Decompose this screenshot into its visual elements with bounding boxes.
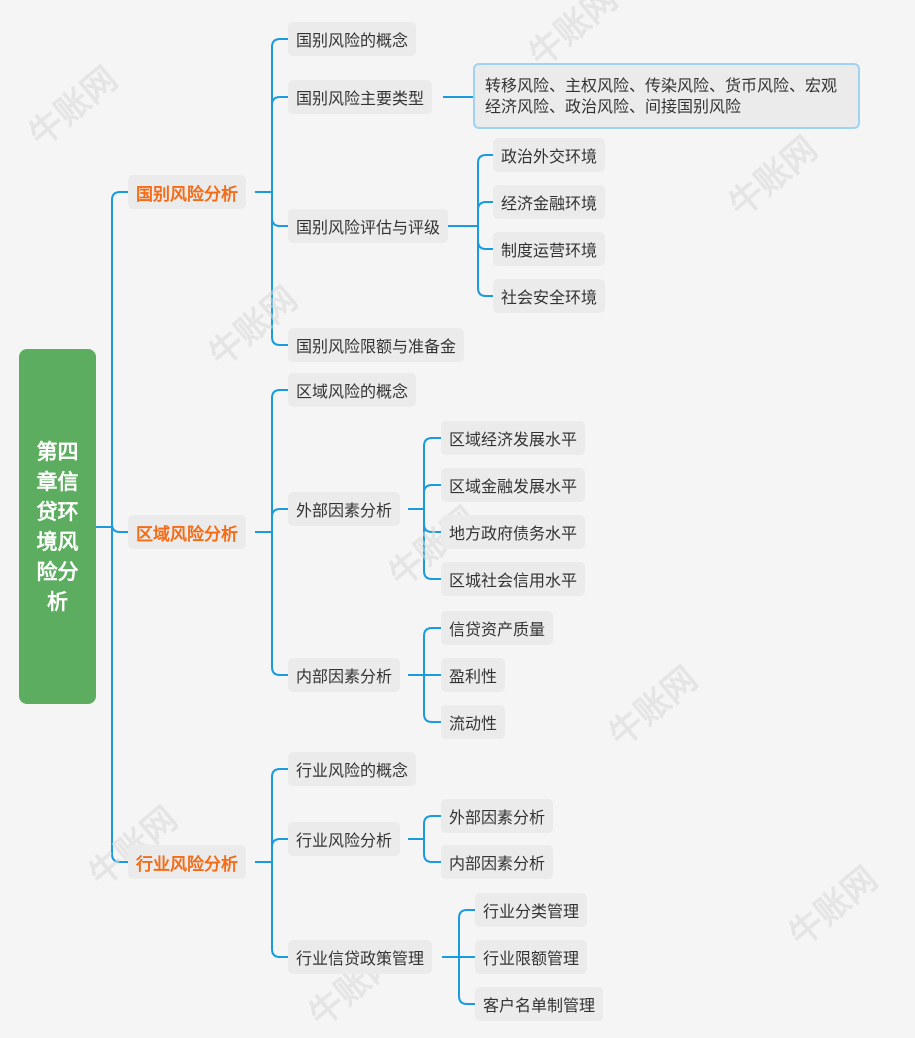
root-node[interactable]: 第四章信贷环境风险分析 [19, 349, 96, 704]
leaf-node[interactable]: 制度运营环境 [493, 232, 606, 266]
leaf-node[interactable]: 区域经济发展水平 [441, 421, 586, 455]
leaf-node[interactable]: 社会安全环境 [493, 279, 606, 313]
connector-line [423, 484, 441, 509]
connector-line [423, 839, 441, 863]
leaf-node[interactable]: 外部因素分析 [441, 799, 554, 833]
connector-line [111, 527, 128, 863]
topic-node[interactable]: 国别风险的概念 [288, 22, 417, 56]
topic-node[interactable]: 行业风险的概念 [288, 752, 417, 786]
connector-line [271, 96, 288, 192]
leaf-node[interactable]: 行业限额管理 [475, 940, 588, 974]
leaf-node[interactable]: 政治外交环境 [493, 138, 606, 172]
branch-node[interactable]: 国别风险分析 [128, 175, 246, 209]
leaf-node[interactable]: 流动性 [441, 705, 506, 739]
connector-line [423, 509, 441, 580]
topic-node[interactable]: 国别风险主要类型 [288, 80, 433, 114]
note-box[interactable]: 转移风险、主权风险、传染风险、货币风险、宏观经济风险、政治风险、间接国别风险 [473, 63, 860, 129]
branch-label: 区域风险分析 [136, 524, 238, 545]
leaf-node[interactable]: 盈利性 [441, 658, 506, 692]
leaf-node[interactable]: 内部因素分析 [441, 845, 554, 879]
connector-line [271, 838, 288, 862]
connector-line [271, 768, 288, 862]
connector-line [423, 627, 441, 675]
branch-node[interactable]: 行业风险分析 [128, 845, 246, 879]
connector-line [477, 226, 493, 250]
connector-line [458, 909, 475, 957]
connector-line [271, 508, 288, 532]
branch-label: 行业风险分析 [136, 854, 238, 875]
leaf-node[interactable]: 区域金融发展水平 [441, 468, 586, 502]
connector-line [271, 38, 288, 192]
connector-line [423, 509, 441, 533]
connector-line [271, 192, 288, 346]
branch-label: 国别风险分析 [136, 184, 238, 205]
leaf-node[interactable]: 信贷资产质量 [441, 611, 554, 645]
connector-line [271, 862, 288, 958]
branch-node[interactable]: 区域风险分析 [128, 515, 246, 549]
connector-line [477, 226, 493, 297]
topic-node[interactable]: 国别风险评估与评级 [288, 209, 449, 243]
topic-node[interactable]: 行业风险分析 [288, 822, 401, 856]
leaf-node[interactable]: 客户名单制管理 [475, 987, 604, 1021]
connector-line [271, 389, 288, 532]
connector-line [271, 192, 288, 227]
connector-line [271, 532, 288, 676]
topic-node[interactable]: 外部因素分析 [288, 492, 401, 526]
connector-line [423, 437, 441, 509]
leaf-node[interactable]: 地方政府债务水平 [441, 515, 586, 549]
connector-line [477, 154, 493, 226]
connector-line [111, 191, 128, 527]
leaf-node[interactable]: 区城社会信用水平 [441, 562, 586, 596]
root-label: 第四章信贷环境风险分析 [36, 439, 79, 614]
topic-node[interactable]: 行业信贷政策管理 [288, 940, 433, 974]
connector-line [477, 201, 493, 226]
topic-node[interactable]: 国别风险限额与准备金 [288, 328, 465, 362]
connector-line [423, 675, 441, 723]
topic-node[interactable]: 内部因素分析 [288, 658, 401, 692]
connector-line [111, 523, 128, 533]
topic-node[interactable]: 区域风险的概念 [288, 373, 417, 407]
connector-line [458, 957, 475, 1005]
leaf-node[interactable]: 行业分类管理 [475, 893, 588, 927]
leaf-node[interactable]: 经济金融环境 [493, 185, 606, 219]
connector-line [423, 815, 441, 839]
